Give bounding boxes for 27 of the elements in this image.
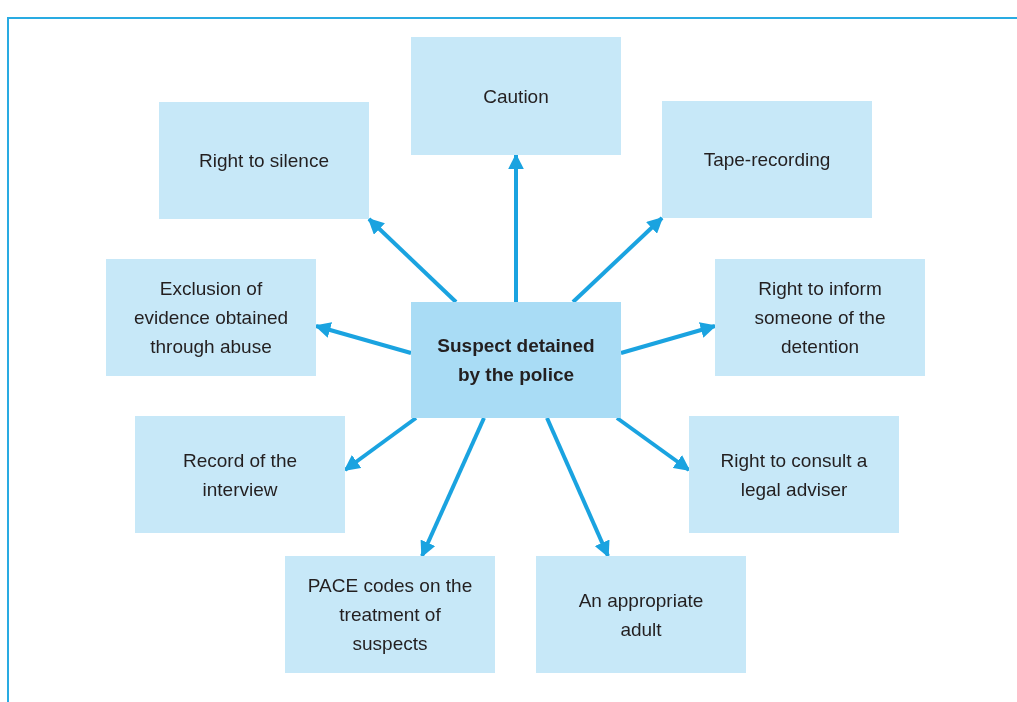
box-text: An appropriate adult [577, 588, 705, 642]
box-text: Suspect detained by the police [436, 334, 596, 387]
arrow [545, 417, 610, 558]
topic-box [715, 259, 925, 376]
arrow [620, 322, 717, 355]
box-text: PACE codes on the treatment of suspects [306, 574, 474, 656]
topic-box [285, 556, 495, 673]
topic-box [135, 416, 345, 533]
box-text: Right to inform someone of the detention [753, 277, 887, 359]
box-text: Caution [483, 84, 549, 109]
box-text: Record of the interview [181, 448, 299, 502]
box-text: Right to consult a legal adviser [719, 448, 869, 502]
box-text: Exclusion of evidence obtained through abuse [132, 277, 290, 359]
topic-box [159, 102, 369, 219]
topic-box [411, 37, 621, 155]
arrow [367, 217, 458, 304]
topic-box [689, 416, 899, 533]
box-text: Right to silence [199, 149, 329, 173]
arrow [571, 216, 664, 304]
topic-box [662, 101, 872, 218]
arrow [420, 417, 486, 558]
box-text: Tape-recording [703, 148, 831, 172]
central-box [411, 302, 621, 418]
arrow [615, 416, 691, 472]
topic-box [106, 259, 316, 376]
arrow [508, 153, 524, 302]
topic-box [536, 556, 746, 673]
